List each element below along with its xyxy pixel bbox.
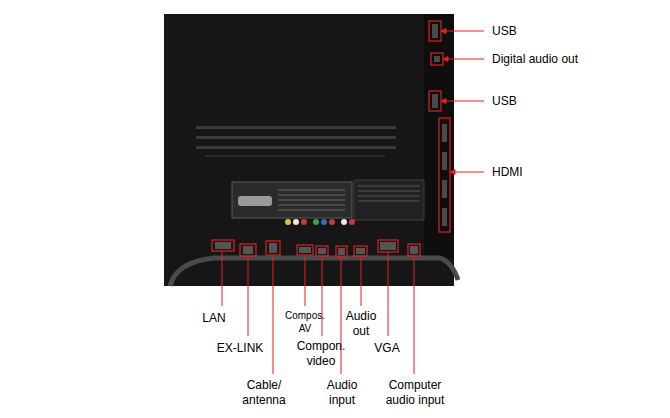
info-lines — [358, 186, 420, 201]
port-highlights — [212, 21, 450, 257]
port-label: USB — [492, 24, 612, 39]
port-label: Audio out — [338, 309, 384, 339]
sticker-plug-icon — [238, 196, 272, 206]
port-label: Compos. AV — [282, 309, 328, 335]
sticker-lines — [278, 190, 345, 210]
port-label: Compon. video — [292, 339, 350, 369]
warning-sticker — [232, 182, 352, 218]
port-label: LAN — [189, 311, 239, 326]
port-label: Audio input — [318, 378, 366, 408]
panel-body — [164, 14, 454, 286]
stand-edge — [170, 258, 458, 286]
info-sticker — [354, 180, 424, 220]
port-label: USB — [492, 94, 612, 109]
port-label: Computer audio input — [380, 378, 450, 408]
port-label: Digital audio out — [492, 52, 632, 67]
port-label: EX-LINK — [208, 341, 272, 356]
port-label: Cable/ antenna — [236, 378, 292, 408]
port-label: HDMI — [492, 165, 612, 180]
av-jacks — [285, 219, 355, 225]
side-port-strip — [424, 14, 454, 259]
leader-lines — [222, 29, 484, 375]
port-label: VGA — [364, 341, 410, 356]
vents — [196, 126, 396, 149]
vent-holes — [205, 155, 385, 157]
